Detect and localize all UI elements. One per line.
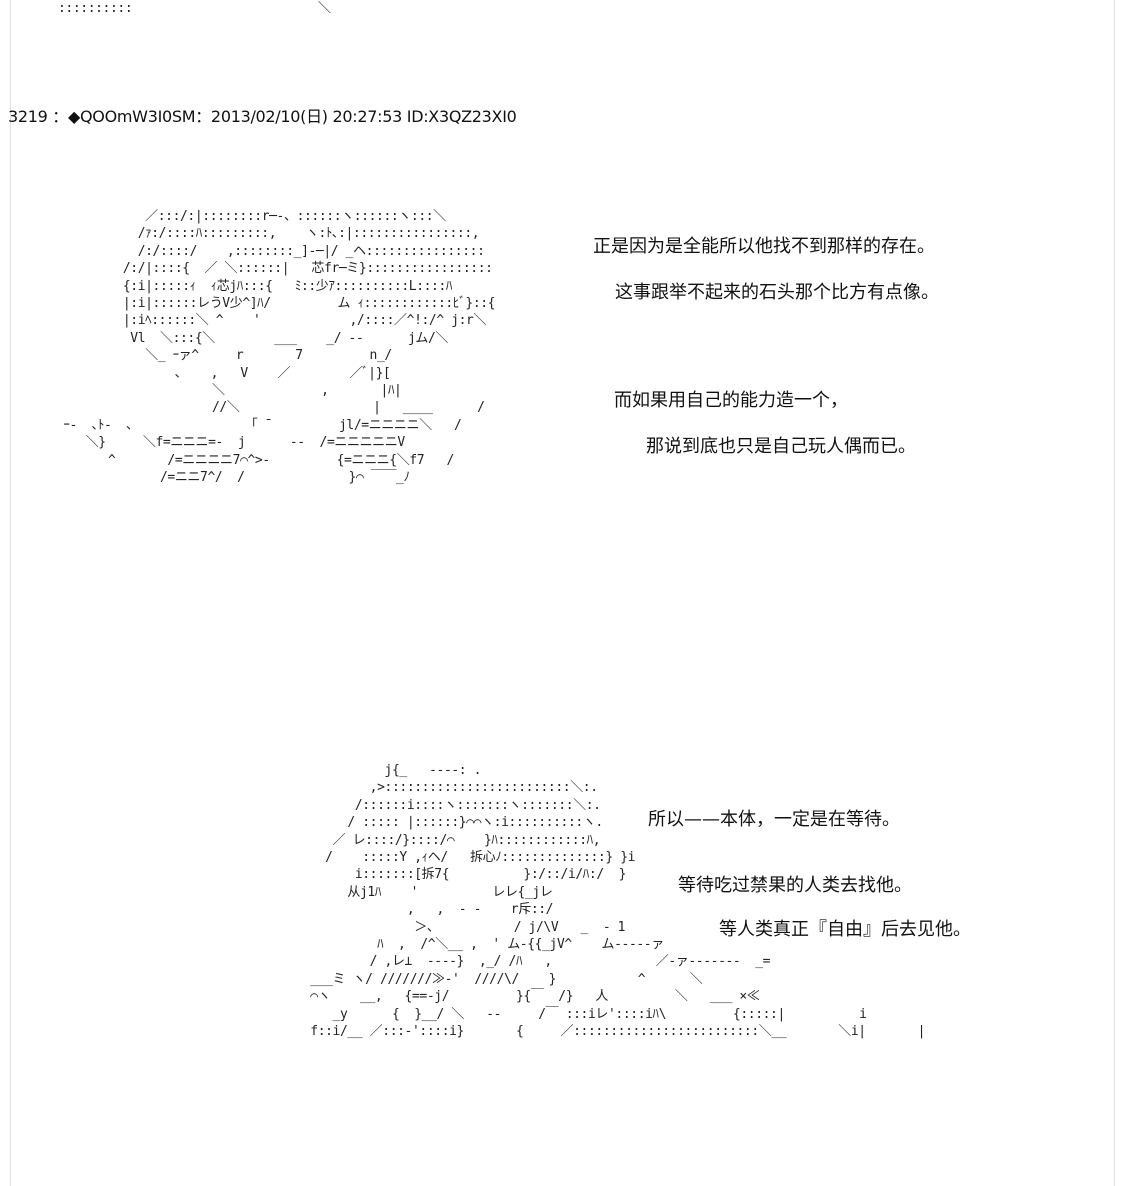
dialogue-line-6: 等待吃过禁果的人类去找他。 [678,875,912,896]
ascii-art-top-fragment: :::::::::: ＼ [58,1,331,16]
dialogue-line-7: 等人类真正『自由』后去见他。 [719,919,971,940]
dialogue-line-2: 这事跟举不起来的石头那个比方有点像。 [615,282,939,303]
ascii-art-scene-1: ／:::/:|::::::::r─‐、::::::ヽ::::::ヽ:::＼ /ｧ… [63,209,496,486]
dialogue-line-5: 所以——本体，一定是在等待。 [648,809,900,830]
right-border [1114,0,1115,1186]
dialogue-line-3: 而如果用自己的能力造一个， [614,390,848,411]
dialogue-line-4: 那说到底也只是自己玩人偶而已。 [646,436,916,457]
post-header: 3219 ：◆QOOmW3I0SM：2013/02/10(日) 20:27:53… [8,107,517,126]
ascii-art-scene-2: j{_ ----: . ,>:::::::::::::::::::::::::＼… [310,763,926,1040]
dialogue-line-1: 正是因为是全能所以他找不到那样的存在。 [593,236,935,257]
left-border [10,0,11,1186]
